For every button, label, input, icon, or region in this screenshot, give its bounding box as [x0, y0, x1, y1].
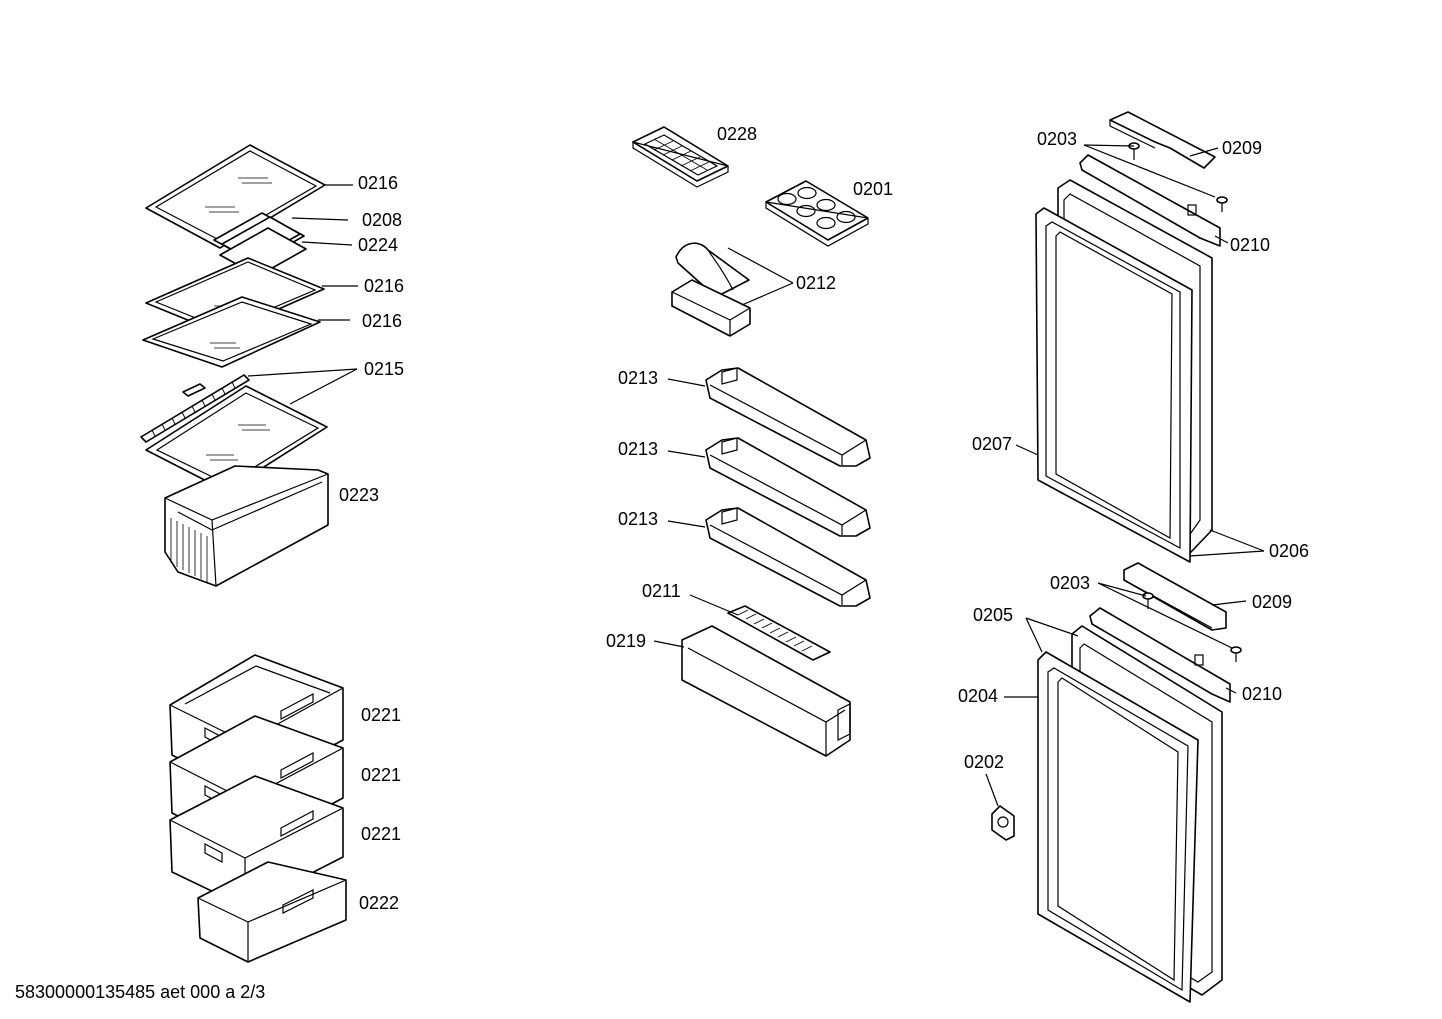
- label-0207: 0207: [972, 434, 1012, 454]
- drawing-reference-footer: 58300000135485 aet 000 a 2/3: [15, 982, 265, 1002]
- label-0212: 0212: [796, 273, 836, 293]
- label-0223: 0223: [339, 485, 379, 505]
- label-0204: 0204: [958, 686, 998, 706]
- label-0222: 0222: [359, 893, 399, 913]
- glass-shelf-part: [145, 144, 326, 249]
- door-shelf-part: [705, 437, 871, 537]
- ice-tray-part: [632, 126, 729, 188]
- door-shelf-part: [705, 367, 871, 467]
- label-0205: 0205: [973, 605, 1013, 625]
- part-labels: 0216 0208 0224 0216 0216 0215 0223 0221 …: [339, 124, 1309, 913]
- label-0210: 0210: [1242, 684, 1282, 704]
- left-leader-lines: [247, 184, 358, 405]
- label-0215: 0215: [364, 359, 404, 379]
- hinge-cover-part: [1109, 111, 1216, 169]
- label-0219: 0219: [606, 631, 646, 651]
- bottom-drawer-part: [197, 861, 347, 963]
- middle-column-parts: [632, 126, 871, 757]
- label-0206: 0206: [1269, 541, 1309, 561]
- bottle-shelf-part: [681, 625, 851, 757]
- label-0211: 0211: [642, 581, 681, 601]
- butter-compartment-part: [671, 242, 751, 337]
- label-0203: 0203: [1050, 573, 1090, 593]
- door-bracket-part: [1079, 154, 1221, 247]
- label-0213: 0213: [618, 439, 658, 459]
- lower-door-gasket-part: [1037, 651, 1199, 1003]
- label-0224: 0224: [358, 235, 398, 255]
- middle-leader-lines: [653, 247, 794, 648]
- label-0213: 0213: [618, 368, 658, 388]
- label-0209: 0209: [1252, 592, 1292, 612]
- label-0203: 0203: [1037, 129, 1077, 149]
- crisper-drawer-part: [164, 465, 329, 587]
- door-shelf-part: [705, 507, 871, 607]
- glass-shelf-part: [142, 296, 321, 368]
- label-0208: 0208: [362, 210, 402, 230]
- small-cover-part: [991, 805, 1015, 841]
- label-0209: 0209: [1222, 138, 1262, 158]
- door-bracket-part: [1089, 607, 1231, 703]
- label-0216: 0216: [364, 276, 404, 296]
- right-column-parts: [985, 111, 1265, 1003]
- label-0221: 0221: [361, 824, 401, 844]
- label-0201: 0201: [853, 179, 893, 199]
- label-0221: 0221: [361, 705, 401, 725]
- label-0228: 0228: [717, 124, 757, 144]
- label-0213: 0213: [618, 509, 658, 529]
- label-0216: 0216: [358, 173, 398, 193]
- label-0221: 0221: [361, 765, 401, 785]
- label-0202: 0202: [964, 752, 1004, 772]
- hinge-cover-part: [1123, 562, 1227, 631]
- label-0210: 0210: [1230, 235, 1270, 255]
- right-leader-lines: [985, 144, 1265, 807]
- upper-door-gasket-part: [1035, 207, 1193, 563]
- egg-tray-part: [765, 180, 869, 247]
- shelf-rail-part: [140, 374, 328, 492]
- left-column-parts: [140, 144, 358, 963]
- bottle-retainer-part: [727, 605, 831, 661]
- label-0216: 0216: [362, 311, 402, 331]
